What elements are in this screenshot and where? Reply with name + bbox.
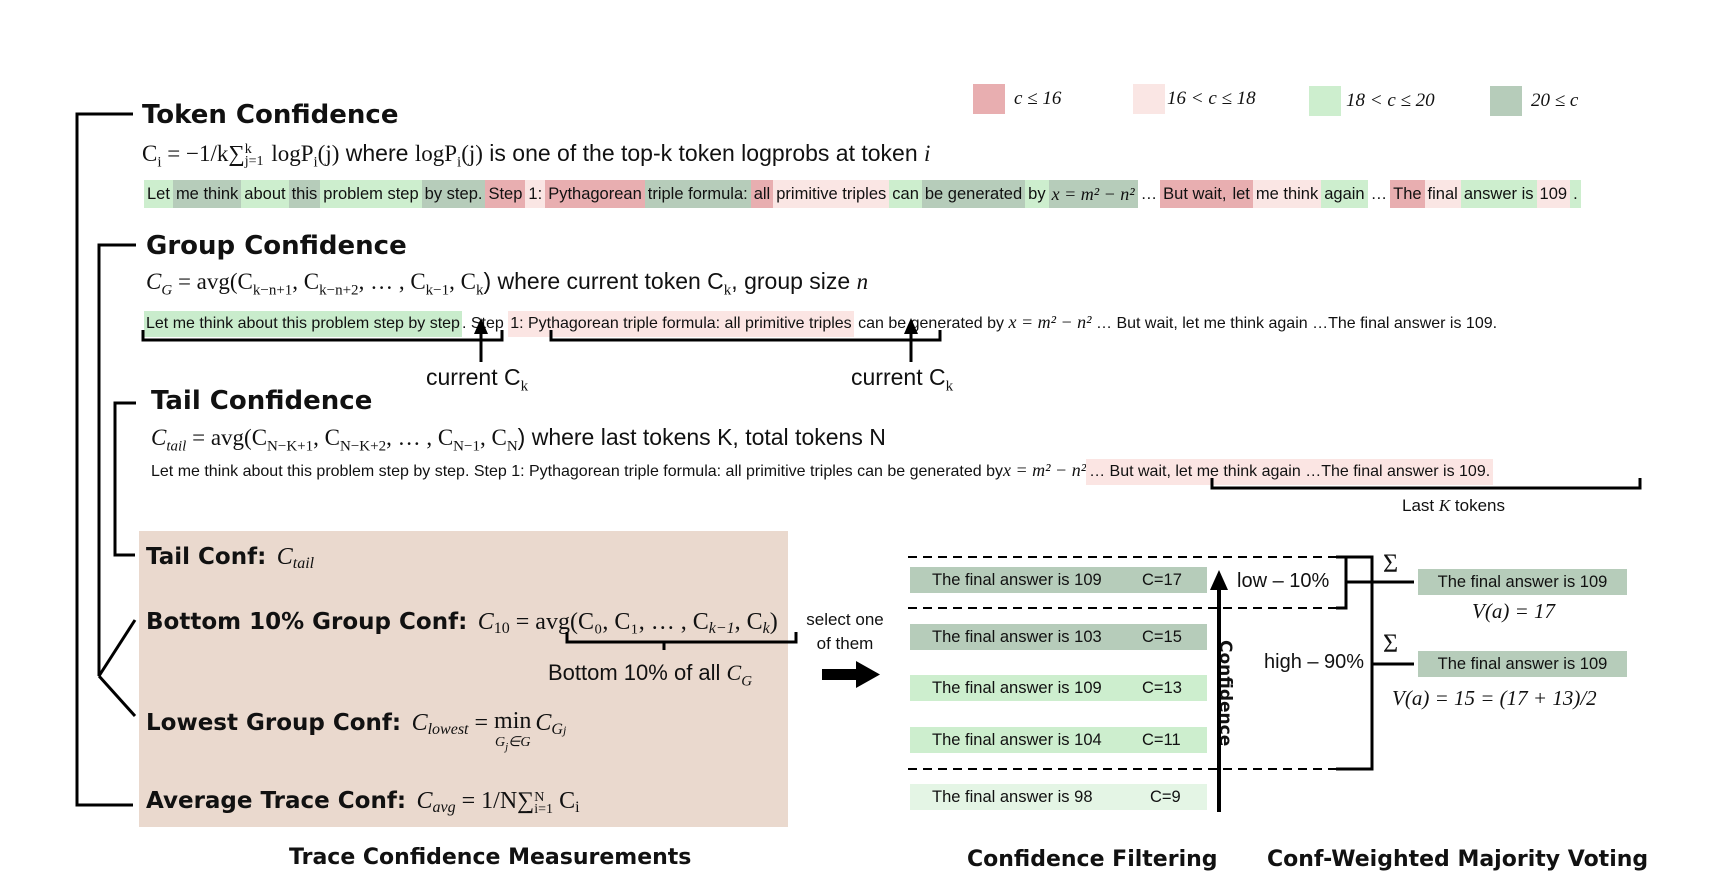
measurements-panel <box>139 531 788 827</box>
token-18: let <box>1229 180 1253 208</box>
tail-brace <box>1210 478 1642 490</box>
token-16: … <box>1140 185 1158 203</box>
legend-swatch-midlow <box>1133 84 1165 114</box>
token-11: primitive triples <box>773 180 890 208</box>
vote-2-value: V(a) = 15 = (17 + 13)/2 <box>1392 686 1597 710</box>
group-segment-low: 1: Pythagorean triple formula: all primi… <box>508 311 854 337</box>
sigma-top: Σ <box>1383 549 1399 578</box>
vote-1-value: V(a) = 17 <box>1472 599 1555 623</box>
bottom-conf-row: Bottom 10% Group Conf: C10 = avg(C₀, C₁,… <box>146 609 778 638</box>
token-14: by <box>1025 180 1049 208</box>
tail-segment: … But wait, let me think again …The fina… <box>1086 459 1494 485</box>
group-segment-high: Let me think about this problem step by … <box>144 311 462 337</box>
bracket-group-bottom-lowest <box>97 243 136 676</box>
group-brace-1 <box>141 330 504 342</box>
high-label: high – 90% <box>1264 651 1365 673</box>
legend-label-low: c ≤ 16 <box>1014 88 1062 109</box>
token-6: Step <box>485 180 526 208</box>
token-17: But wait, <box>1160 180 1230 208</box>
legend-label-midlow: 16 < c ≤ 18 <box>1167 88 1256 109</box>
footer-filtering: Confidence Filtering <box>967 847 1218 872</box>
token-2: about <box>241 180 289 208</box>
bracket-tail <box>113 401 136 557</box>
token-15: x = m² − n² <box>1048 180 1138 208</box>
legend-swatch-high <box>1490 86 1522 116</box>
token-7: 1: <box>525 180 546 208</box>
group-confidence-title: Group Confidence <box>146 231 407 261</box>
token-24: answer is <box>1460 180 1537 208</box>
tail-sequence: Let me think about this problem step by … <box>151 457 1494 485</box>
token-4: problem step <box>320 180 422 208</box>
token-25: 109 <box>1536 180 1571 208</box>
token-22: The <box>1390 180 1425 208</box>
legend-label-midhigh: 18 < c ≤ 20 <box>1346 90 1435 111</box>
token-confidence-title: Token Confidence <box>142 100 399 130</box>
token-0: Let <box>144 180 173 208</box>
low-label: low – 10% <box>1237 570 1330 592</box>
token-19: me think <box>1252 180 1322 208</box>
sigma-bottom: Σ <box>1383 629 1399 658</box>
bracket-token-avg <box>75 112 133 807</box>
token-10: all <box>750 180 774 208</box>
token-12: can <box>889 180 922 208</box>
token-13: be generated <box>921 180 1026 208</box>
high-bracket <box>1336 555 1374 771</box>
token-23: final <box>1424 180 1461 208</box>
token-1: me think <box>172 180 242 208</box>
legend-swatch-midhigh <box>1309 86 1341 116</box>
token-21: … <box>1370 185 1388 203</box>
tail-tokens-label: Last K tokens <box>1402 496 1506 515</box>
select-arrow <box>822 661 880 688</box>
tail-conf-row: Tail Conf: Ctail <box>146 544 315 573</box>
low-bracket <box>1336 555 1348 610</box>
footer-measurements: Trace Confidence Measurements <box>289 845 692 870</box>
legend-label-high: 20 ≤ c <box>1531 90 1579 111</box>
bottom-brace <box>565 632 798 644</box>
token-20: again <box>1321 180 1368 208</box>
token-8: Pythagorean <box>545 180 645 208</box>
legend-swatch-low <box>973 84 1005 114</box>
tail-confidence-title: Tail Confidence <box>151 386 373 416</box>
group-brace-2 <box>549 330 942 342</box>
group-confidence-formula: CG = avg(Ck−n+1, Ck−n+2, … , Ck−1, Ck) w… <box>146 268 869 299</box>
vote-1: The final answer is 109 <box>1418 569 1627 595</box>
group-sequence: Let me think about this problem step by … <box>144 309 1497 337</box>
token-26: . <box>1570 180 1581 208</box>
token-3: this <box>288 180 321 208</box>
tail-confidence-formula: Ctail = avg(CN−K+1, CN−K+2, … , CN−1, CN… <box>151 424 886 455</box>
current-label-2: current Ck <box>851 364 954 395</box>
token-5: by step. <box>421 180 486 208</box>
current-label-1: current Ck <box>426 364 529 395</box>
bottom-conf-note: Bottom 10% of all CG <box>548 660 753 690</box>
footer-voting: Conf-Weighted Majority Voting <box>1267 847 1649 872</box>
vote-2: The final answer is 109 <box>1418 651 1627 677</box>
token-9: triple formula: <box>644 180 751 208</box>
